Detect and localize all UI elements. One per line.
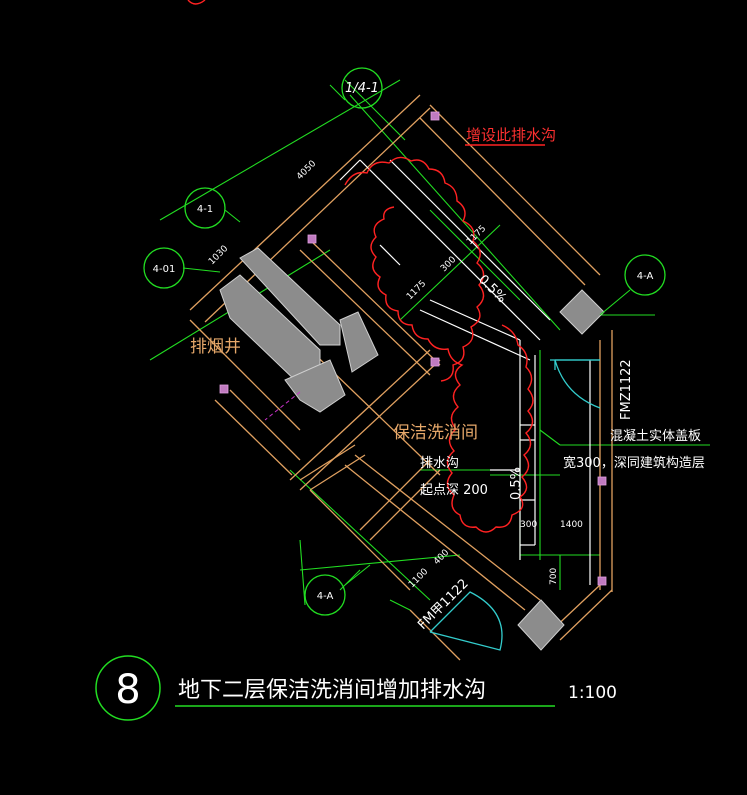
note-slab-line1: 混凝土实体盖板	[610, 428, 701, 444]
slope-label-upper: 0.5%	[475, 272, 509, 306]
svg-text:1100: 1100	[407, 567, 430, 590]
grid-bubble-1-4-1: 1/4-1	[341, 67, 383, 109]
svg-text:300: 300	[520, 520, 537, 530]
red-fragment	[187, 0, 206, 5]
svg-text:4-1: 4-1	[197, 204, 213, 215]
column-markers	[219, 111, 607, 586]
title-block: 8 地下二层保洁洗消间增加排水沟 1:100	[95, 655, 617, 721]
grid-bubble-4-1: 4-1	[184, 187, 226, 229]
walls	[189, 94, 613, 661]
svg-text:4-A: 4-A	[317, 591, 334, 602]
grid-bubble-4-01: 4-01	[143, 247, 185, 289]
svg-text:4-A: 4-A	[637, 271, 654, 282]
svg-text:1030: 1030	[207, 244, 230, 267]
drawing-title: 地下二层保洁洗消间增加排水沟	[178, 678, 486, 703]
drawing-scale: 1:100	[568, 683, 617, 703]
dimension-labels: 4050 1030 1175 300 1175 300 1400 700 110…	[207, 159, 583, 590]
svg-text:1/4-1: 1/4-1	[345, 81, 379, 96]
grid-bubble-4-a-right: 4-A	[624, 254, 666, 296]
door-swings	[429, 359, 601, 651]
shaft-dash	[264, 391, 301, 421]
svg-text:300: 300	[439, 255, 458, 274]
smoke-shaft	[219, 247, 379, 413]
note-trench-line1: 排水沟	[420, 456, 459, 471]
note-trench-line2: 起点深 200	[420, 483, 488, 498]
note-slab-line2: 宽300，深同建筑构造层	[563, 455, 705, 471]
svg-text:1400: 1400	[560, 520, 583, 530]
room-label: 保洁洗消间	[393, 423, 478, 443]
shaft-label: 排烟井	[190, 337, 241, 357]
grid-bubble-4-a-bottom: 4-A	[304, 574, 346, 616]
door-label-bottom: FM甲1122	[415, 576, 471, 632]
svg-text:1175: 1175	[405, 279, 428, 302]
detail-number: 8	[115, 667, 140, 713]
svg-text:700: 700	[549, 568, 559, 585]
slope-label-lower: 0.5%	[509, 467, 524, 500]
svg-text:400: 400	[432, 548, 451, 567]
revision-cloud	[344, 156, 534, 533]
door-label-right: FMZ1122	[619, 359, 634, 420]
svg-text:4-01: 4-01	[153, 264, 176, 275]
svg-text:4050: 4050	[295, 159, 318, 182]
detail-circle	[95, 655, 161, 721]
note-add-trench: 增设此排水沟	[466, 126, 556, 144]
columns	[517, 289, 605, 651]
structure-lines	[339, 159, 591, 585]
